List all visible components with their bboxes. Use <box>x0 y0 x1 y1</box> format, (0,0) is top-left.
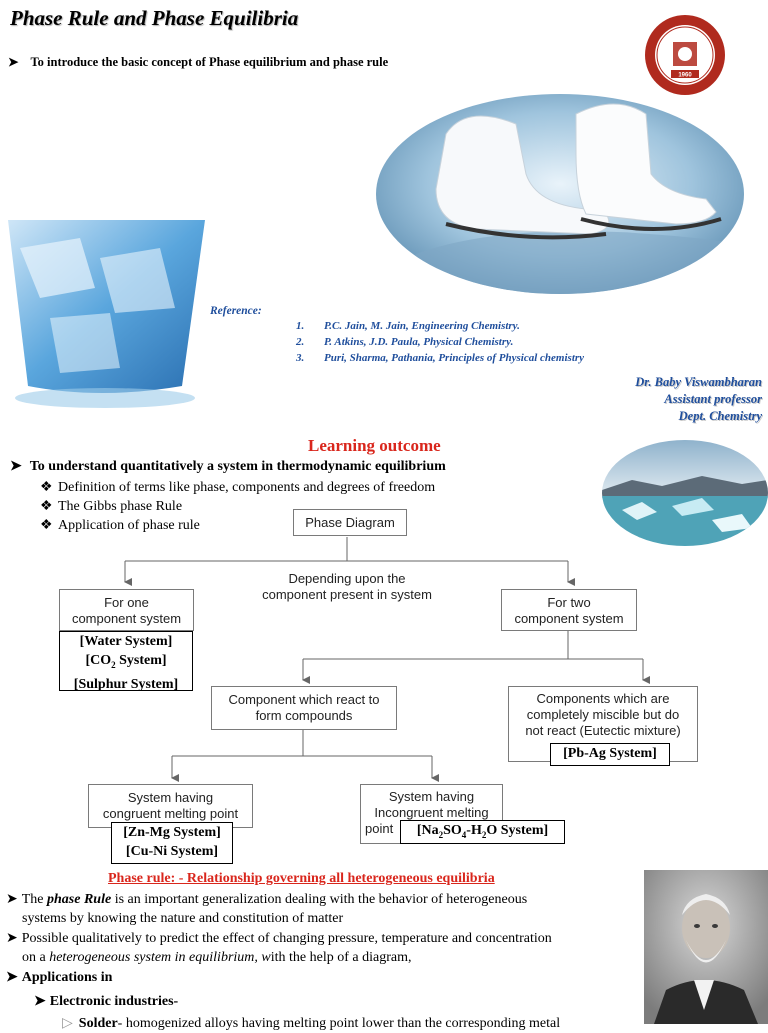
author-dept: Dept. Chemistry <box>635 408 762 425</box>
phase-diagram-node: Phase Diagram <box>293 509 407 536</box>
gibbs-portrait-photo <box>644 870 768 1024</box>
learning-outcome-main: ➤To understand quantitatively a system i… <box>10 458 446 475</box>
pb-ag-system: [Pb-Ag System] <box>550 743 670 766</box>
water-glass-photo <box>0 218 210 413</box>
ice-skates-photo <box>376 94 744 294</box>
author-block: Dr. Baby Viswambharan Assistant professo… <box>635 374 762 425</box>
diamond-bullet-icon: ❖ <box>40 478 58 497</box>
page-title: Phase Rule and Phase Equilibria <box>10 6 298 31</box>
diamond-bullet-icon: ❖ <box>40 497 58 516</box>
logo-year: 1960 <box>678 73 692 79</box>
applications-heading: ➤Applications in <box>6 968 112 987</box>
reference-label: Reference: <box>210 305 262 317</box>
arrow-bullet-icon: ➤ <box>6 892 18 907</box>
author-role: Assistant professor <box>635 391 762 408</box>
intro-line: ➤ To introduce the basic concept of Phase… <box>8 54 388 70</box>
electronic-industries-heading: ➤Electronic industries- <box>34 992 178 1011</box>
phase-rule-title: Phase rule: - Relationship governing all… <box>108 871 495 887</box>
react-compounds-node: Component which react to form compounds <box>211 686 397 730</box>
one-component-systems: [Water System] [CO2 System] [Sulphur Sys… <box>59 631 193 691</box>
two-component-node: For two component system <box>501 589 637 631</box>
congruent-systems: [Zn-Mg System] [Cu-Ni System] <box>111 822 233 864</box>
arrow-bullet-icon: ➤ <box>6 970 18 985</box>
phase-rule-para-2: ➤Possible qualitatively to predict the e… <box>6 929 642 967</box>
reference-item: 1.P.C. Jain, M. Jain, Engineering Chemis… <box>296 320 584 336</box>
one-component-node: For one component system <box>59 589 194 631</box>
author-name: Dr. Baby Viswambharan <box>635 374 762 391</box>
na2so4-h2o-system: [Na2SO4-H2O System] <box>400 820 565 844</box>
list-item: ❖Definition of terms like phase, compone… <box>40 478 435 497</box>
learning-outcome-title: Learning outcome <box>308 436 441 456</box>
arrow-bullet-icon: ➤ <box>34 994 46 1009</box>
depending-caption: Depending upon the component present in … <box>243 571 451 603</box>
reference-list: 1.P.C. Jain, M. Jain, Engineering Chemis… <box>296 320 584 368</box>
arrow-bullet-icon: ➤ <box>8 54 18 70</box>
institute-seal-icon: 1960 <box>644 14 726 96</box>
glacier-lagoon-photo <box>602 440 768 546</box>
phase-rule-para-1: ➤The phase Rule is an important generali… <box>6 890 636 928</box>
reference-item: 3.Puri, Sharma, Pathania, Principles of … <box>296 352 584 368</box>
reference-item: 2.P. Atkins, J.D. Paula, Physical Chemis… <box>296 336 584 352</box>
arrow-bullet-icon: ➤ <box>6 931 18 946</box>
arrow-bullet-icon: ➤ <box>10 458 22 475</box>
intro-text: To introduce the basic concept of Phase … <box>30 55 388 69</box>
diamond-bullet-icon: ❖ <box>40 516 58 535</box>
